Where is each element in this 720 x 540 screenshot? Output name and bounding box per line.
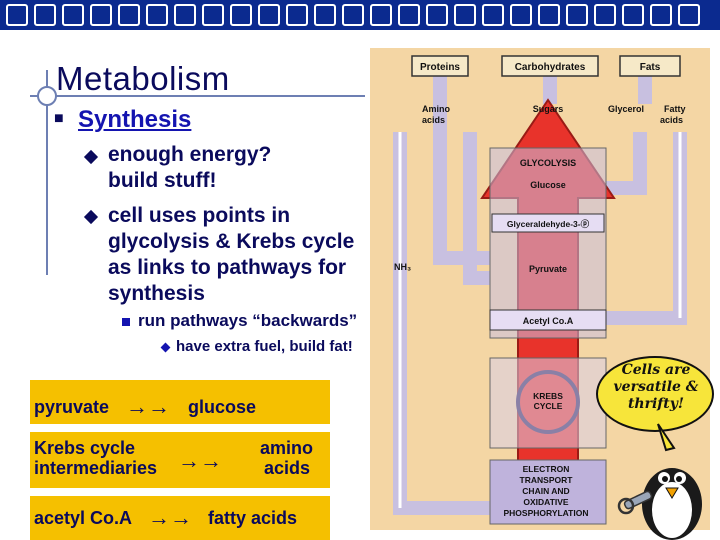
label-amino-acids-1: Amino (422, 104, 451, 114)
label-amino-acids-2: acids (422, 115, 445, 125)
square-icon (398, 4, 420, 26)
metabolism-diagram: Proteins Carbohydrates Fats Amino acids … (370, 48, 710, 530)
conversion-right: glucose (188, 397, 257, 417)
square-icon (314, 4, 336, 26)
square-icon (482, 4, 504, 26)
square-icon (174, 4, 196, 26)
double-arrow-icon: →→ (178, 448, 222, 473)
square-icon (454, 4, 476, 26)
square-bullet-icon (122, 318, 130, 326)
square-icon (258, 4, 280, 26)
square-icon (286, 4, 308, 26)
label-fatty-acids-1: Fatty (664, 104, 686, 114)
conversion-left: intermediaries (34, 458, 158, 478)
label-glyceraldehyde: Glyceraldehyde-3-ⓟ (507, 219, 590, 229)
square-icon (146, 4, 168, 26)
flow-arrow (606, 132, 647, 195)
bullet-text: synthesis (108, 282, 205, 305)
label-etc-4: OXIDATIVE (523, 497, 569, 507)
bullet-text: build stuff! (108, 169, 217, 192)
diamond-bullet-icon (83, 149, 99, 165)
diamond-bullet-icon (160, 342, 171, 353)
square-icon (230, 4, 252, 26)
box-carbohydrates (501, 55, 599, 77)
top-banner (0, 0, 720, 30)
label-glycolysis: GLYCOLYSIS (520, 158, 576, 168)
square-icon (510, 4, 532, 26)
square-icon (118, 4, 140, 26)
label-sugars: Sugars (533, 104, 564, 114)
square-icon (538, 4, 560, 26)
label-etc-1: ELECTRON (523, 464, 570, 474)
label-glycerol: Glycerol (608, 104, 644, 114)
bullet-text: cell uses points in (108, 204, 291, 227)
krebs-cycle-icon (516, 370, 580, 434)
conversion-box-pyruvate: pyruvate →→ glucose (30, 380, 330, 424)
bullet-text: enough energy? (108, 143, 272, 166)
square-icon (566, 4, 588, 26)
square-icon (650, 4, 672, 26)
label-krebs-1: KREBS (533, 391, 563, 401)
square-icon (34, 4, 56, 26)
title-horizontal-rule (30, 95, 365, 97)
flow-arrow (463, 132, 490, 285)
label-carbohydrates: Carbohydrates (515, 62, 586, 73)
label-krebs-2: CYCLE (534, 401, 563, 411)
square-icon (370, 4, 392, 26)
square-icon (6, 4, 28, 26)
square-icon (622, 4, 644, 26)
conversion-box-acetyl: acetyl Co.A →→ fatty acids (30, 496, 330, 540)
label-proteins: Proteins (420, 62, 460, 73)
label-glucose: Glucose (530, 180, 566, 190)
title-vertical-rule (46, 70, 48, 275)
sub-bullet-text: run pathways “backwards” (138, 311, 358, 330)
label-fats: Fats (640, 62, 661, 73)
square-icon (426, 4, 448, 26)
bullet-text: as links to pathways for (108, 256, 347, 279)
double-arrow-icon: →→ (148, 505, 192, 530)
conversion-right: acids (264, 458, 311, 478)
label-etc-2: TRANSPORT (520, 475, 574, 485)
label-nh3: NH₃ (394, 262, 411, 272)
box-fats (619, 55, 681, 77)
square-bullet-icon: ■ (54, 110, 64, 127)
label-pyruvate: Pyruvate (529, 264, 567, 274)
speech-bubble-text: Cells are versatile & thrifty! (613, 362, 699, 412)
label-fatty-acids-2: acids (660, 115, 683, 125)
speech-bubble (596, 356, 714, 432)
crosshair-icon (37, 86, 57, 106)
label-etc-3: CHAIN AND (522, 486, 569, 496)
box-proteins (411, 55, 469, 77)
sub-sub-bullet-text: have extra fuel, build fat! (176, 338, 353, 355)
double-arrow-icon: →→ (126, 394, 170, 419)
square-icon (202, 4, 224, 26)
square-icon (342, 4, 364, 26)
conversion-right: amino (260, 438, 314, 458)
heading-synthesis: Synthesis (78, 106, 192, 133)
etc-box (489, 459, 607, 525)
square-icon (62, 4, 84, 26)
conversion-box-krebs: Krebs cycle intermediaries →→ amino acid… (30, 432, 330, 488)
conversion-right: fatty acids (208, 508, 298, 528)
acetyl-coa-box (489, 309, 607, 331)
slide-title: Metabolism (56, 60, 230, 97)
square-icon (594, 4, 616, 26)
penguin-icon (617, 423, 702, 540)
square-icon (90, 4, 112, 26)
square-icon (678, 4, 700, 26)
label-acetyl-coa: Acetyl Co.A (523, 316, 574, 326)
diamond-bullet-icon (83, 209, 99, 225)
conversion-left: acetyl Co.A (34, 508, 133, 528)
label-etc-5: PHOSPHORYLATION (503, 508, 588, 518)
bullet-text: glycolysis & Krebs cycle (108, 230, 355, 253)
glycolysis-box (489, 147, 607, 339)
conversion-left: pyruvate (34, 397, 110, 417)
conversion-left: Krebs cycle (34, 438, 136, 458)
